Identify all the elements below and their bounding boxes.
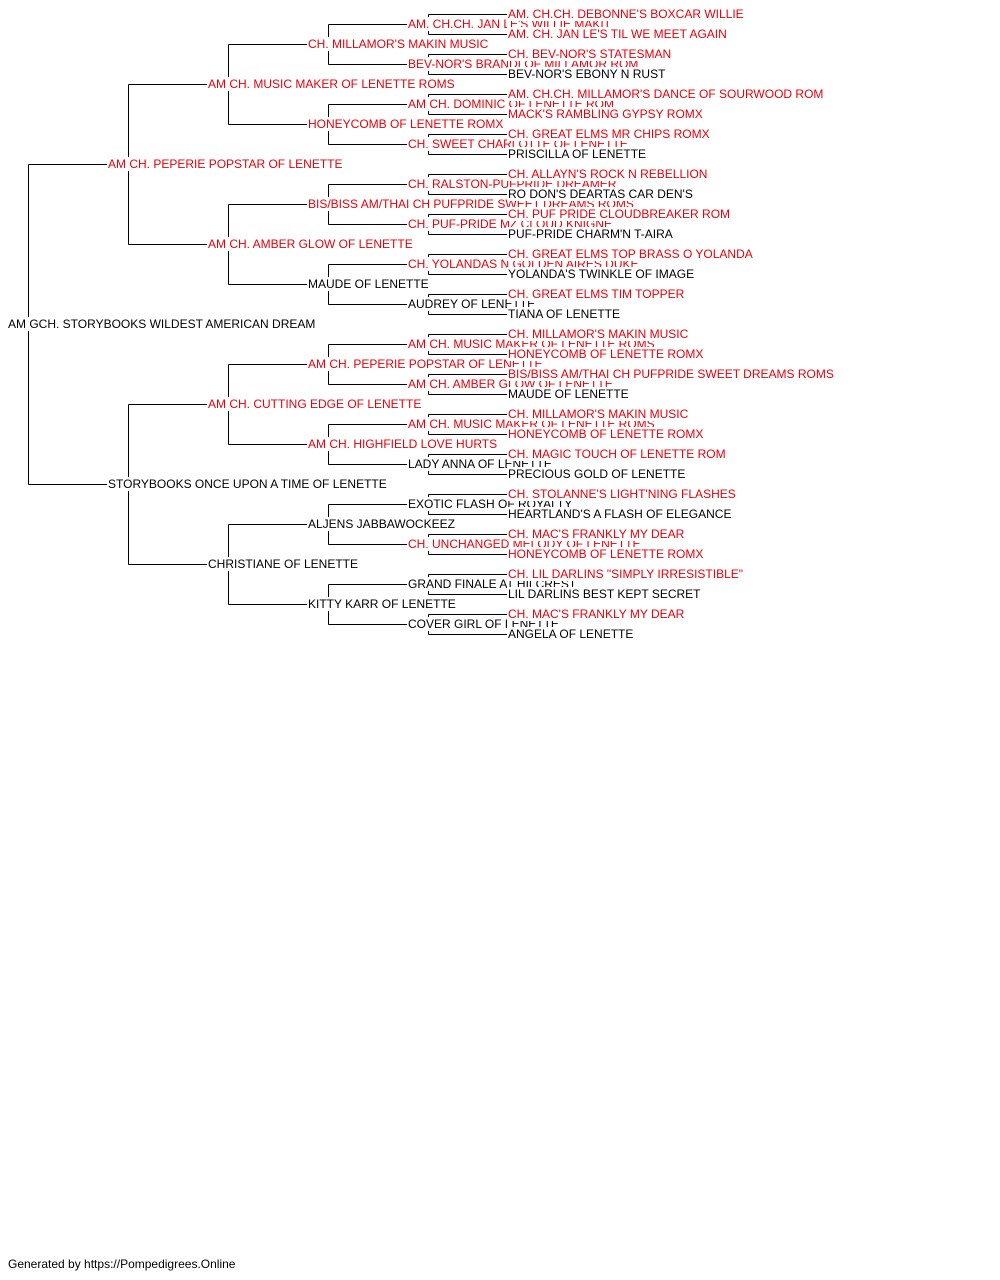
sire-gen3-name: AM CH. PEPERIE POPSTAR OF LENETTE <box>307 357 544 371</box>
dam-gen4-name: AUDREY OF LENETTE <box>407 297 537 311</box>
dam-gen3-name: KITTY KARR OF LENETTE <box>307 597 457 611</box>
dam-gen5-name: PUF-PRIDE CHARM'N T-AIRA <box>507 227 674 241</box>
sire-gen5-name: CH. MILLAMOR'S MAKIN MUSIC <box>507 407 690 421</box>
sire-gen5-name: CH. MAC'S FRANKLY MY DEAR <box>507 527 686 541</box>
subject-dog-name: AM GCH. STORYBOOKS WILDEST AMERICAN DREA… <box>7 317 317 331</box>
dam-gen3-name: HONEYCOMB OF LENETTE ROMX <box>307 117 505 131</box>
dam-gen5-name: YOLANDA'S TWINKLE OF IMAGE <box>507 267 696 281</box>
dam-gen3-name: AM CH. HIGHFIELD LOVE HURTS <box>307 437 499 451</box>
dam-gen2-name: AM CH. AMBER GLOW OF LENETTE <box>207 237 414 251</box>
dam-gen5-name: ANGELA OF LENETTE <box>507 627 635 641</box>
sire-gen5-name: CH. LIL DARLINS "SIMPLY IRRESISTIBLE" <box>507 567 745 581</box>
dam-gen5-name: MACK'S RAMBLING GYPSY ROMX <box>507 107 704 121</box>
sire-gen5-name: CH. MAC'S FRANKLY MY DEAR <box>507 607 686 621</box>
sire-gen5-name: CH. ALLAYN'S ROCK N REBELLION <box>507 167 709 181</box>
dam-gen5-name: TIANA OF LENETTE <box>507 307 622 321</box>
sire-gen5-name: BIS/BISS AM/THAI CH PUFPRIDE SWEET DREAM… <box>507 367 835 381</box>
dam-gen3-name: MAUDE OF LENETTE <box>307 277 430 291</box>
sire-gen3-name: CH. MILLAMOR'S MAKIN MUSIC <box>307 37 490 51</box>
sire-gen5-name: AM. CH.CH. DEBONNE'S BOXCAR WILLIE <box>507 7 745 21</box>
sire-gen5-name: CH. GREAT ELMS TOP BRASS O YOLANDA <box>507 247 754 261</box>
dam-gen5-name: HONEYCOMB OF LENETTE ROMX <box>507 427 705 441</box>
sire-gen5-name: CH. GREAT ELMS TIM TOPPER <box>507 287 686 301</box>
dam-gen5-name: PRECIOUS GOLD OF LENETTE <box>507 467 687 481</box>
dam-gen2-name: CHRISTIANE OF LENETTE <box>207 557 360 571</box>
sire-gen2-name: AM CH. CUTTING EDGE OF LENETTE <box>207 397 423 411</box>
dam-gen5-name: HEARTLAND'S A FLASH OF ELEGANCE <box>507 507 733 521</box>
sire-gen5-name: CH. BEV-NOR'S STATESMAN <box>507 47 673 61</box>
dam-gen5-name: RO DON'S DEARTAS CAR DEN'S <box>507 187 694 201</box>
dam-gen1-name: STORYBOOKS ONCE UPON A TIME OF LENETTE <box>107 477 388 491</box>
sire-gen5-name: CH. PUF PRIDE CLOUDBREAKER ROM <box>507 207 732 221</box>
dam-gen5-name: LIL DARLINS BEST KEPT SECRET <box>507 587 702 601</box>
dam-gen5-name: HONEYCOMB OF LENETTE ROMX <box>507 347 705 361</box>
sire-gen5-name: CH. MILLAMOR'S MAKIN MUSIC <box>507 327 690 341</box>
dam-gen5-name: PRISCILLA OF LENETTE <box>507 147 648 161</box>
sire-gen5-name: AM. CH.CH. MILLAMOR'S DANCE OF SOURWOOD … <box>507 87 825 101</box>
dam-gen5-name: AM. CH. JAN LE'S TIL WE MEET AGAIN <box>507 27 728 41</box>
sire-gen2-name: AM CH. MUSIC MAKER OF LENETTE ROMS <box>207 77 456 91</box>
sire-gen5-name: CH. MAGIC TOUCH OF LENETTE ROM <box>507 447 727 461</box>
sire-gen5-name: CH. STOLANNE'S LIGHT'NING FLASHES <box>507 487 737 501</box>
sire-gen5-name: CH. GREAT ELMS MR CHIPS ROMX <box>507 127 711 141</box>
footer-credit: Generated by https://Pompedigrees.Online <box>8 1257 236 1271</box>
sire-gen3-name: ALJENS JABBAWOCKEEZ <box>307 517 456 531</box>
dam-gen5-name: MAUDE OF LENETTE <box>507 387 630 401</box>
dam-gen5-name: BEV-NOR'S EBONY N RUST <box>507 67 667 81</box>
sire-gen1-name: AM CH. PEPERIE POPSTAR OF LENETTE <box>107 157 344 171</box>
dam-gen5-name: HONEYCOMB OF LENETTE ROMX <box>507 547 705 561</box>
